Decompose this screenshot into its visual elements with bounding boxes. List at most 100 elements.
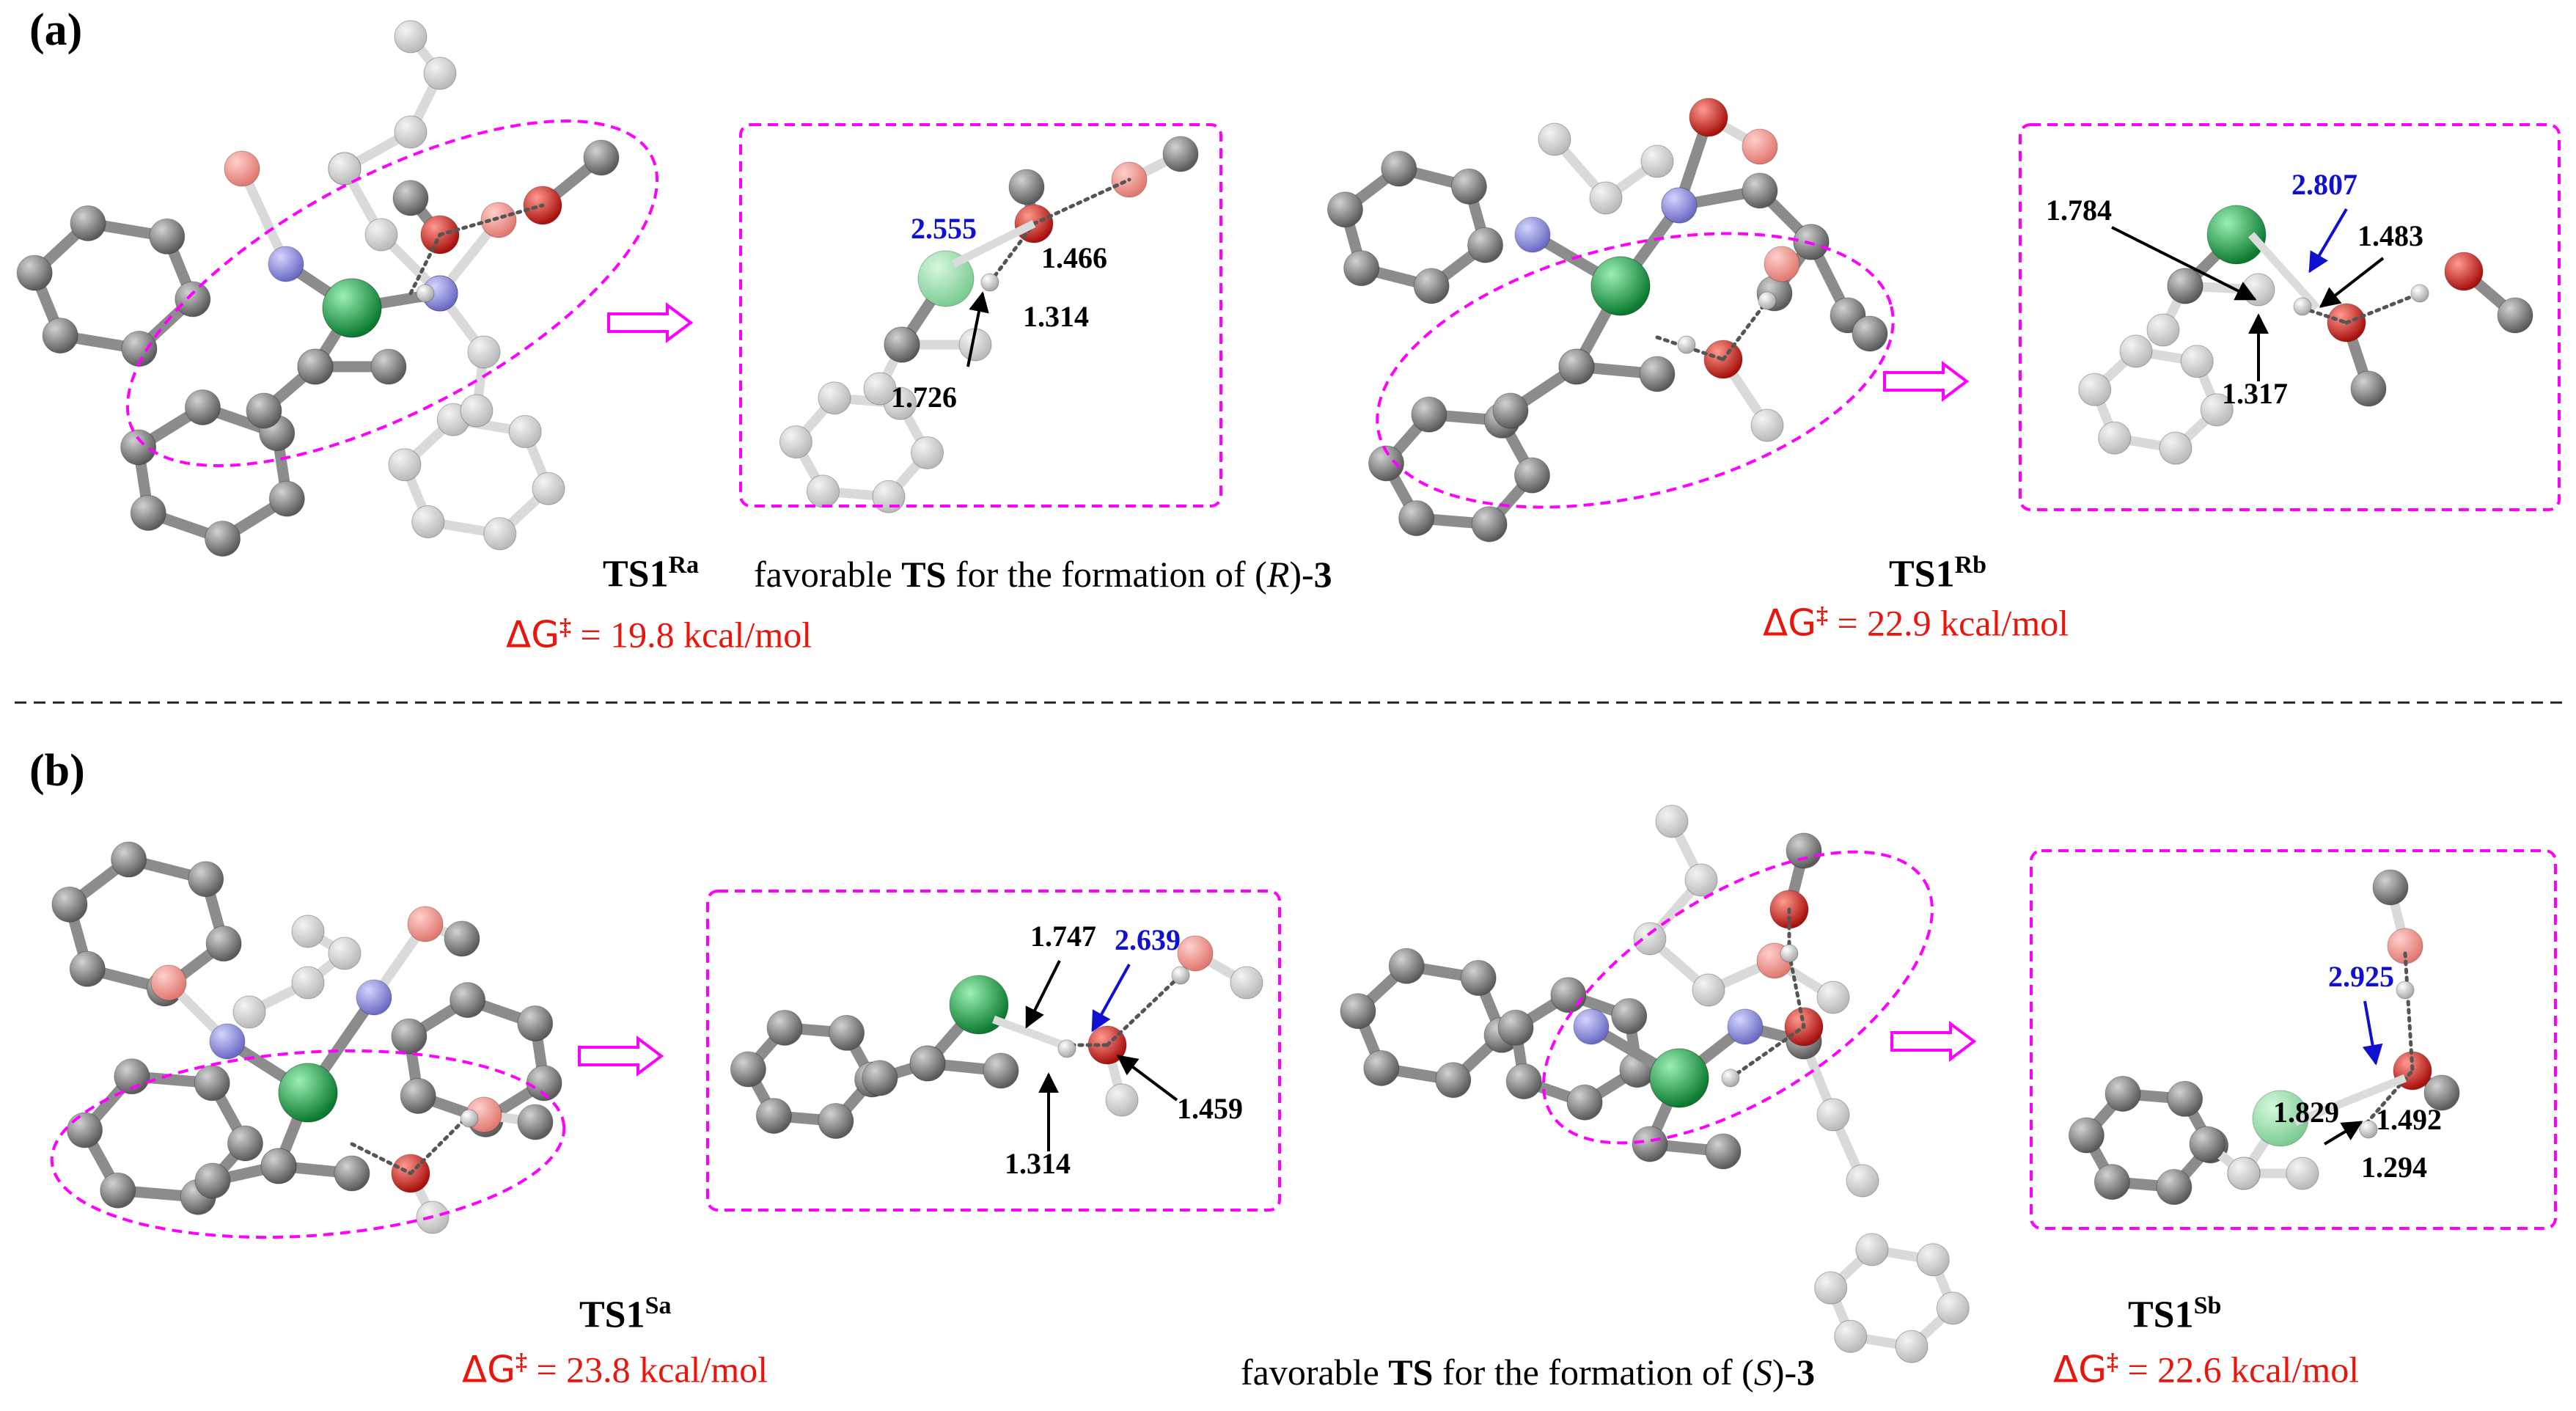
carbon-atom	[532, 472, 565, 505]
partial-bond	[1032, 177, 1131, 226]
carbon-atom	[232, 995, 266, 1029]
partial-bond	[438, 203, 545, 237]
oxygen-atom	[407, 906, 444, 942]
carbon-atom	[2094, 1164, 2130, 1201]
carbon-atom	[467, 335, 501, 369]
hydrogen-atom	[460, 1109, 479, 1128]
carbon-atom	[1611, 998, 1648, 1035]
partial-bond	[1105, 973, 1183, 1047]
ts-label-rb: TS1Rb	[1889, 551, 1987, 595]
oxygen-atom	[480, 202, 517, 238]
distance-label: 1.317	[2222, 377, 2288, 410]
ts-label-sa: TS1Sa	[579, 1292, 672, 1336]
panel-label-a: (a)	[29, 5, 83, 55]
nitrogen-atom	[1661, 187, 1698, 224]
favorable-ts-s: favorable TS for the formation of (S)-3	[1241, 1352, 1816, 1393]
inset-box-ra	[739, 123, 1222, 507]
carbon-atom	[1514, 457, 1551, 494]
partial-bond	[408, 1113, 471, 1176]
oxygen-atom	[2387, 928, 2423, 964]
carbon-atom	[460, 394, 493, 428]
carbon-atom	[1343, 250, 1380, 287]
carbon-atom	[1450, 168, 1487, 205]
carbon-atom	[2180, 345, 2214, 378]
carbon-atom	[194, 1162, 231, 1199]
carbon-atom	[779, 425, 812, 459]
carbon-atom	[2119, 334, 2153, 368]
nitrogen-atom	[268, 246, 304, 282]
carbon-atom	[2159, 431, 2192, 465]
carbon-atom	[1497, 1009, 1534, 1046]
carbon-atom	[149, 218, 186, 254]
metal-atom	[1649, 1048, 1709, 1108]
distance-label: 1.492	[2376, 1103, 2442, 1136]
metal-atom	[1590, 256, 1651, 316]
carbon-atom	[2242, 273, 2275, 307]
carbon-atom	[1326, 191, 1363, 228]
carbon-atom	[818, 1103, 854, 1140]
carbon-atom	[1162, 136, 1199, 172]
distance-label: 1.784	[2046, 194, 2112, 227]
carbon-atom	[2156, 1169, 2192, 1206]
partial-bond	[992, 1015, 1065, 1049]
carbon-atom	[884, 326, 920, 363]
favorable-ts-r: favorable TS for the formation of (R)-3	[754, 554, 1332, 595]
partial-bond	[1721, 298, 1769, 362]
ts-label-sb: TS1Sb	[2128, 1292, 2222, 1336]
carbon-atom	[175, 281, 211, 318]
carbon-atom	[983, 1052, 1019, 1089]
carbon-atom	[2423, 1074, 2460, 1111]
distance-pointer	[2323, 1121, 2363, 1146]
metal-atom	[322, 278, 382, 338]
carbon-atom	[872, 480, 906, 513]
carbon-atom	[70, 205, 106, 241]
partial-bond	[988, 221, 1036, 285]
carbon-atom	[1566, 1084, 1603, 1121]
carbon-atom	[120, 429, 157, 466]
carbon-atom	[2227, 1157, 2261, 1190]
oxygen-atom	[2444, 252, 2484, 291]
partial-bond	[2403, 951, 2415, 1073]
carbon-atom	[1684, 863, 1718, 897]
carbon-atom	[1538, 122, 1571, 156]
carbon-atom	[391, 1018, 428, 1055]
carbon-atom	[1936, 1291, 1970, 1325]
carbon-atom	[1460, 960, 1497, 997]
carbon-atom	[2497, 297, 2533, 334]
nitrogen-atom	[356, 979, 392, 1016]
carbon-atom	[1852, 315, 1888, 352]
carbon-atom	[449, 982, 486, 1019]
carbon-atom	[328, 937, 362, 970]
carbon-atom	[766, 1009, 803, 1046]
carbon-atom	[111, 841, 147, 878]
distance-pointer	[2319, 257, 2385, 308]
carbon-atom	[1705, 1133, 1742, 1170]
distance-label: 1.726	[891, 381, 957, 414]
carbon-atom	[394, 20, 428, 54]
arrow-sa	[578, 1036, 664, 1077]
hydrogen-atom	[2396, 981, 2415, 1000]
carbon-atom	[394, 115, 428, 149]
distance-label: 1.459	[1177, 1092, 1243, 1125]
carbon-atom	[194, 1065, 230, 1102]
nitrogen-atom	[1573, 1008, 1610, 1045]
distance-label: 1.483	[2357, 219, 2423, 252]
delta-g-sb: ΔG‡ = 22.6 kcal/mol	[2053, 1348, 2360, 1391]
oxygen-atom	[1742, 128, 1778, 165]
metal-atom	[278, 1063, 338, 1123]
carbon-atom	[205, 926, 242, 962]
carbon-atom	[246, 392, 282, 429]
carbon-atom	[388, 448, 422, 482]
hydrogen-atom	[1721, 1069, 1740, 1088]
carbon-atom	[1589, 181, 1623, 215]
carbon-atom	[1388, 948, 1425, 984]
carbon-atom	[205, 521, 241, 557]
carbon-atom	[114, 1058, 150, 1095]
carbon-atom	[2146, 313, 2180, 347]
hydrogen-atom	[1677, 335, 1696, 354]
carbon-atom	[911, 436, 944, 469]
nitrogen-atom	[1727, 1008, 1764, 1045]
carbon-atom	[583, 139, 620, 176]
hydrogen-atom	[2359, 1120, 2378, 1139]
arrow-ra	[607, 302, 694, 343]
